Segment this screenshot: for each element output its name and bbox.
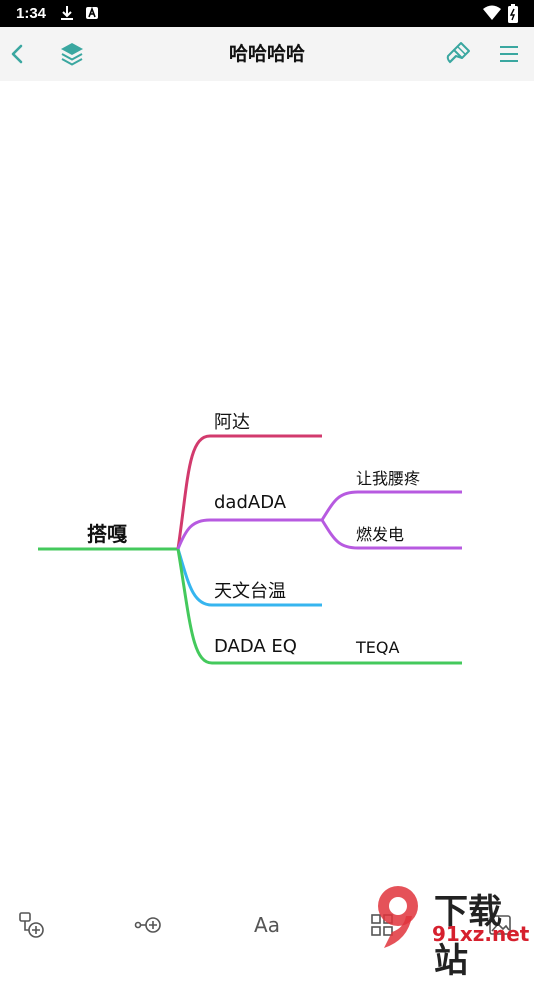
watermark-logo-icon [378, 886, 418, 948]
root-node[interactable]: 搭嘎 [87, 522, 127, 546]
back-button[interactable] [0, 27, 42, 81]
layers-button[interactable] [48, 27, 96, 81]
branch-line-2 [176, 518, 322, 550]
font-icon: Aa [254, 913, 280, 937]
add-sibling-button[interactable] [125, 900, 173, 950]
bottom-toolbar: Aa [0, 900, 534, 950]
add-child-button[interactable] [8, 900, 56, 950]
style-button[interactable] [434, 27, 482, 81]
watermark: 下载站 91xz.net [362, 882, 534, 981]
branch-node[interactable]: DADA EQ [214, 636, 297, 657]
document-title: 哈哈哈哈 [228, 43, 305, 65]
download-icon [61, 6, 73, 20]
status-time: 1:34 [16, 5, 47, 22]
branch-line-4 [176, 548, 462, 665]
status-bar: 1:34 [0, 0, 534, 27]
add-sibling-node-icon [134, 917, 161, 933]
image-icon [489, 915, 511, 935]
battery-icon [508, 4, 518, 23]
chevron-left-icon [11, 44, 23, 64]
child-line-1 [320, 490, 462, 521]
branch-node[interactable]: dadADA [214, 492, 287, 513]
font-button[interactable]: Aa [243, 900, 291, 950]
child-node[interactable]: 燃发电 [356, 525, 405, 544]
child-line-2 [320, 519, 462, 550]
mindmap-connectors [38, 434, 462, 665]
menu-button[interactable] [485, 27, 533, 81]
child-node[interactable]: 让我腰疼 [356, 469, 421, 488]
wifi-icon [483, 5, 501, 20]
mindmap-canvas[interactable]: 搭嘎 阿达 dadADA 天文台温 DADA EQ 让我腰疼 燃发电 TEQA [0, 81, 534, 881]
watermark-url: 91xz.net [432, 922, 530, 946]
branch-node[interactable]: 天文台温 [214, 581, 286, 602]
app-notification-icon [86, 6, 98, 19]
child-node[interactable]: TEQA [356, 638, 400, 657]
paintbrush-icon [446, 42, 470, 64]
add-child-node-icon [19, 912, 44, 938]
branch-node[interactable]: 阿达 [214, 412, 250, 433]
top-toolbar: 哈哈哈哈 [0, 27, 534, 81]
image-button[interactable] [476, 900, 524, 950]
layers-icon [61, 43, 83, 66]
hamburger-menu-icon [500, 46, 518, 62]
branch-line-1 [176, 434, 322, 550]
